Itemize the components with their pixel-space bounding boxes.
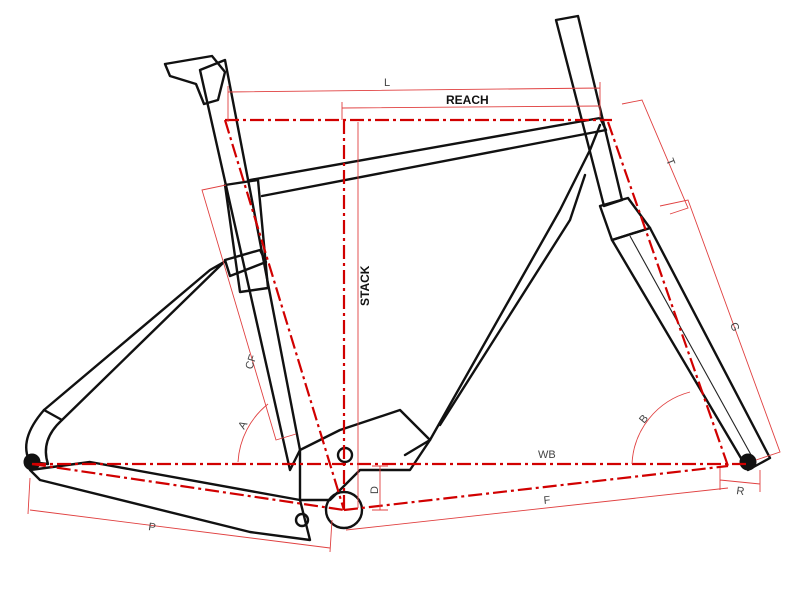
front-axle [739,453,757,471]
label-r: R [736,485,746,498]
p-dimension [27,477,333,553]
label-d: D [369,486,381,494]
f-dimension [345,487,729,531]
upper-link [223,248,268,278]
fork-inner-line [629,235,756,463]
seat-tube-axis [223,119,346,511]
label-reach: REACH [446,93,489,107]
l-dimension [227,82,601,122]
label-cf: CF [243,353,259,371]
cf-dimension [201,184,297,441]
d-dimension [372,465,388,511]
label-t: T [663,157,677,168]
label-wb: WB [538,449,556,461]
top-tube [248,116,608,198]
down-tube-inner [438,173,587,427]
reach-dimension [341,102,601,120]
bottom-bracket [324,490,364,530]
saddle-mount [163,54,227,106]
label-f: F [543,494,551,507]
chainstay-line [31,462,345,512]
label-b: B [637,413,651,426]
dimension-lines [27,82,781,553]
label-p: P [148,521,157,534]
r-dimension [719,468,761,492]
geometry-lines [31,118,748,512]
head-tube [554,14,624,208]
front-center-line [343,464,729,512]
linkage-pivot [294,512,310,528]
label-l: L [384,77,390,89]
seat-stay [42,260,226,422]
down-tube [403,123,602,457]
rear-axle [23,453,41,471]
chain-stay [28,460,312,542]
b-angle-arc [631,391,691,465]
t-dimension [621,99,689,215]
dimension-labels: L REACH STACK T G CF A B WB D F P R [148,77,746,534]
frame-outline [23,14,772,542]
label-a: A [236,419,250,432]
seat-tube [198,58,302,472]
fork [610,226,772,472]
g-dimension [659,199,781,461]
label-stack: STACK [358,265,372,306]
head-tube-axis [606,121,730,467]
a-angle-arc [237,403,269,463]
motor-mount [298,408,432,502]
label-g: G [727,321,741,333]
